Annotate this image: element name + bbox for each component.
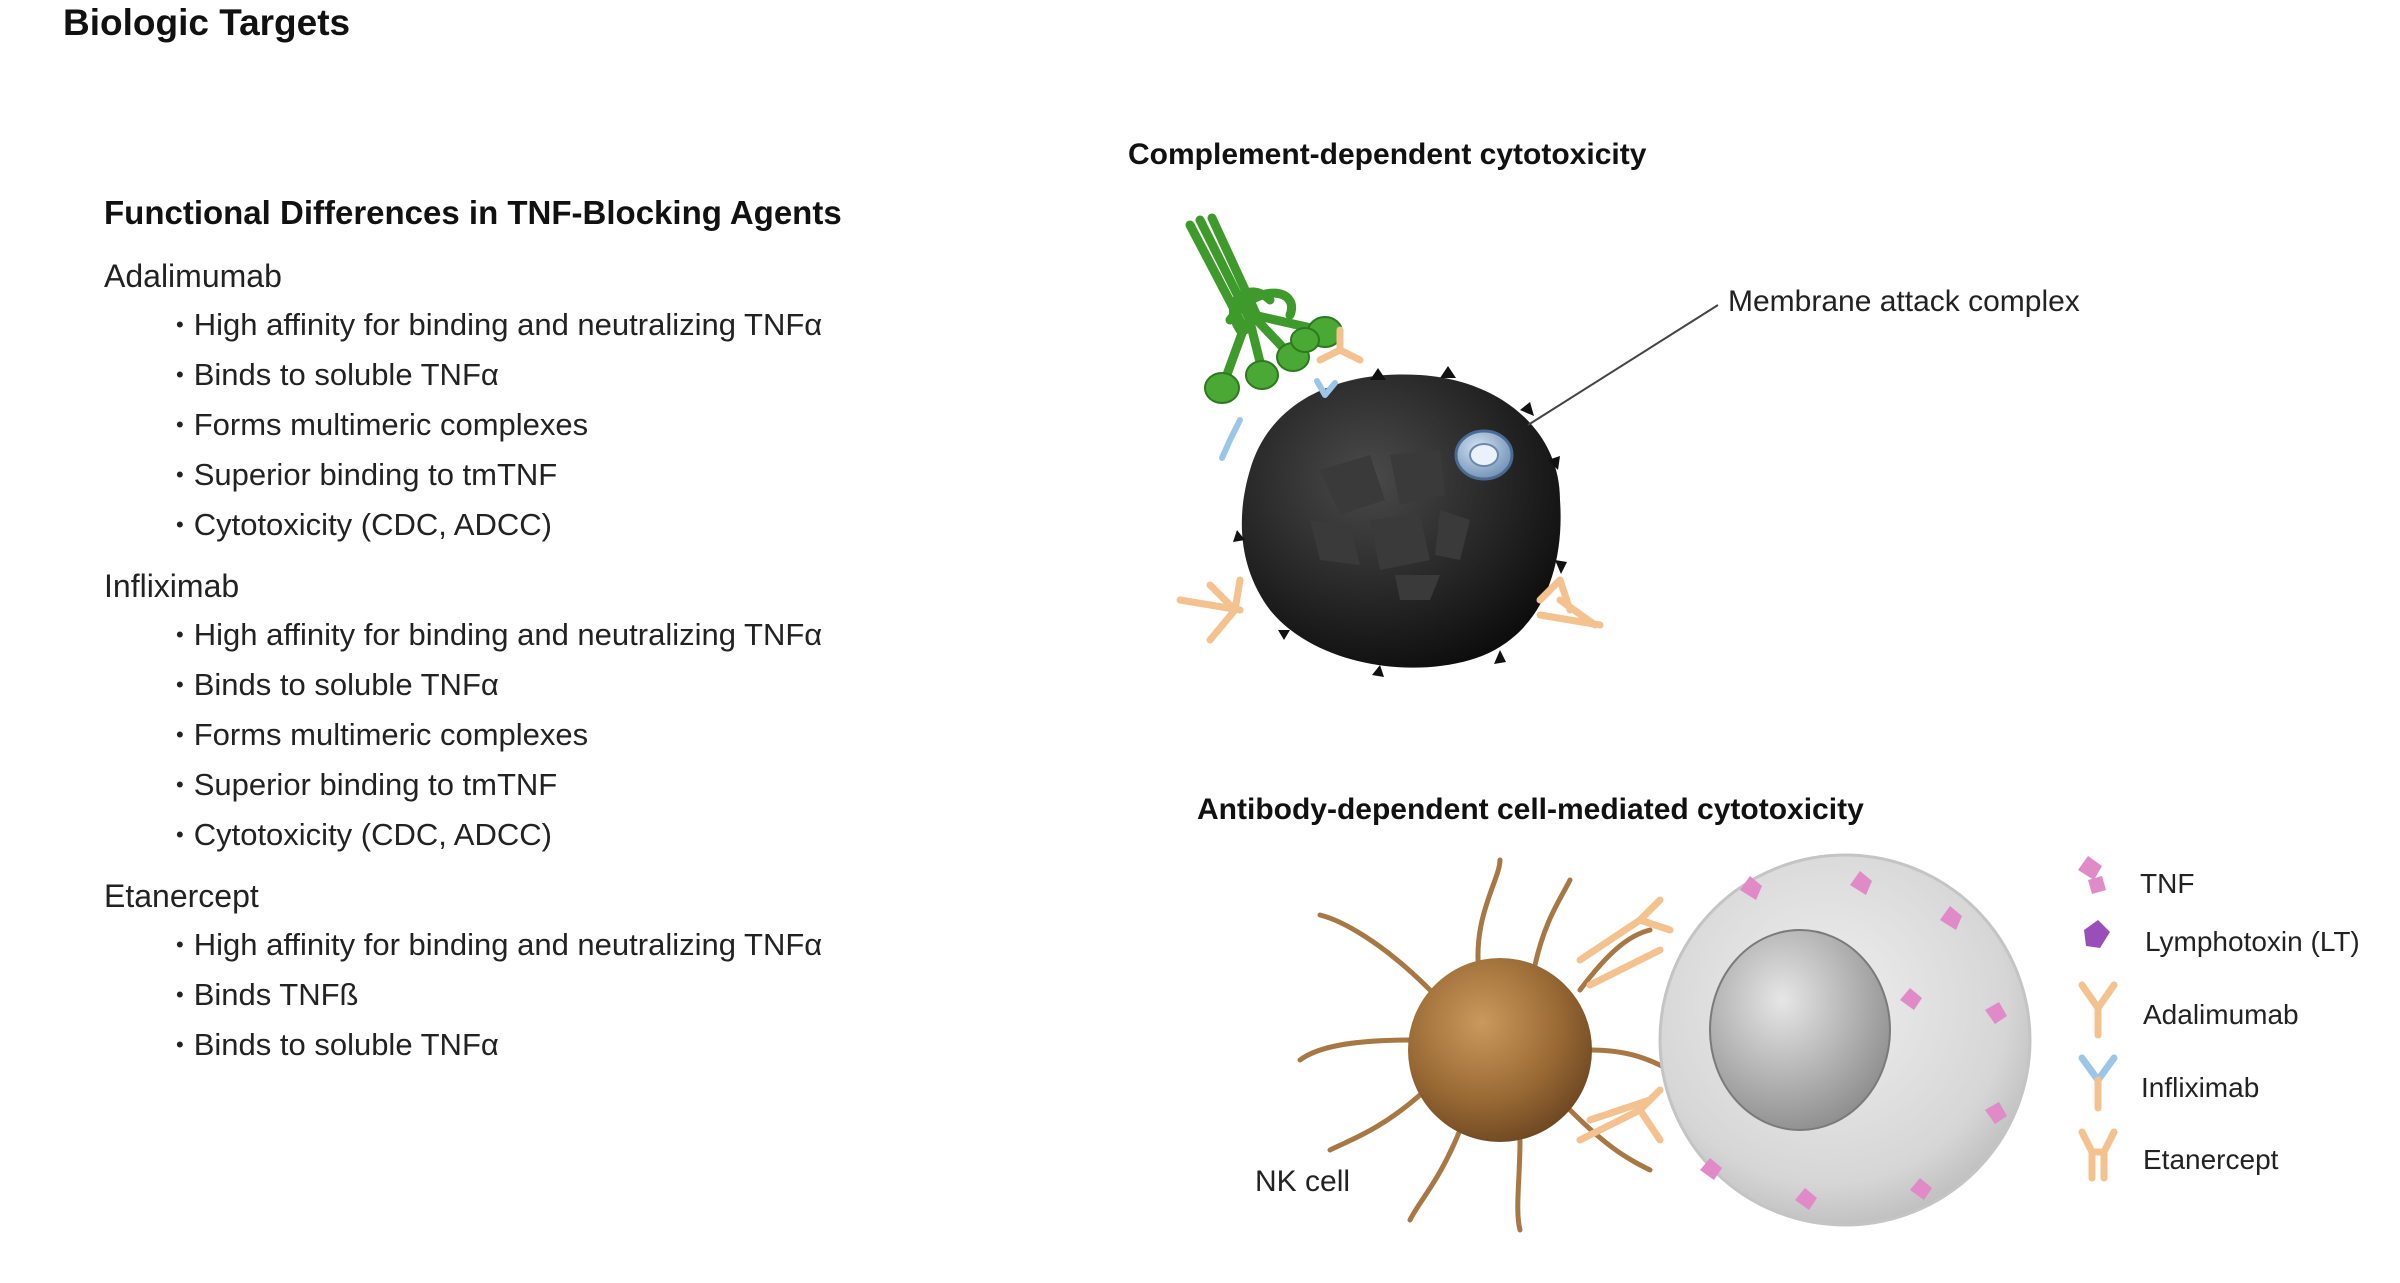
- legend-tnf-icon: [2078, 856, 2106, 894]
- list-item: Forms multimeric complexes: [176, 401, 822, 451]
- list-item: Binds to soluble TNFα: [176, 661, 822, 711]
- nk-cell-projections: [1297, 857, 1673, 1233]
- list-item: High affinity for binding and neutralizi…: [176, 301, 823, 351]
- legend-label-adalimumab: Adalimumab: [2143, 999, 2299, 1030]
- bullet-list: High affinity for binding and neutralizi…: [104, 301, 823, 551]
- adcc-panel-title: Antibody-dependent cell-mediated cytotox…: [1197, 793, 1864, 826]
- drug-block-infliximab: Infliximab High affinity for binding and…: [104, 568, 822, 861]
- mac-label: Membrane attack complex: [1728, 285, 2080, 318]
- list-item: Superior binding to tmTNF: [176, 761, 822, 811]
- list-item: Binds to soluble TNFα: [176, 1021, 822, 1071]
- bullet-list: High affinity for binding and neutralizi…: [104, 921, 823, 1071]
- list-item: Cytotoxicity (CDC, ADCC): [176, 811, 822, 861]
- list-item: Superior binding to tmTNF: [176, 451, 822, 501]
- surface-tnf-markers: [1233, 366, 1567, 677]
- list-item: High affinity for binding and neutralizi…: [176, 921, 823, 971]
- legend-label-tnf: TNF: [2140, 868, 2195, 899]
- nk-cell: [1408, 958, 1592, 1142]
- bound-antibodies: [1176, 326, 1604, 644]
- complement-cluster: [1185, 213, 1343, 404]
- drug-name: Infliximab: [104, 568, 240, 604]
- legend-infliximab-icon: [2078, 1054, 2118, 1112]
- drug-name: Etanercept: [104, 878, 259, 914]
- mac-pointer-line: [1527, 304, 1719, 426]
- legend-label-infliximab: Infliximab: [2141, 1072, 2260, 1103]
- legend-label-etanercept: Etanercept: [2143, 1144, 2279, 1175]
- page-title: Biologic Targets: [63, 2, 351, 43]
- list-item: Cytotoxicity (CDC, ADCC): [176, 501, 822, 551]
- cdc-panel-title: Complement-dependent cytotoxicity: [1128, 138, 1647, 171]
- legend-etanercept-icon: [2078, 1128, 2118, 1182]
- target-cell-nucleus: [1709, 929, 1891, 1131]
- legend-lymphotoxin-icon: [2084, 920, 2110, 948]
- legend-adalimumab-icon: [2078, 981, 2118, 1039]
- drug-name: Adalimumab: [104, 258, 282, 294]
- bullet-list: High affinity for binding and neutralizi…: [104, 611, 823, 861]
- drug-block-adalimumab: Adalimumab High affinity for binding and…: [104, 258, 822, 551]
- drug-block-etanercept: Etanercept High affinity for binding and…: [104, 878, 822, 1071]
- list-item: Binds TNFß: [176, 971, 822, 1021]
- list-item: High affinity for binding and neutralizi…: [176, 611, 823, 661]
- section-title: Functional Differences in TNF-Blocking A…: [104, 194, 842, 231]
- target-cell-nucleus-pattern: [1310, 450, 1470, 600]
- bridging-antibodies: [1576, 896, 1674, 1144]
- nk-cell-label: NK cell: [1255, 1165, 1351, 1198]
- tnf-markers: [1700, 871, 2007, 1210]
- list-item: Forms multimeric complexes: [176, 711, 822, 761]
- list-item: Binds to soluble TNFα: [176, 351, 822, 401]
- legend-label-lymphotoxin: Lymphotoxin (LT): [2145, 926, 2360, 957]
